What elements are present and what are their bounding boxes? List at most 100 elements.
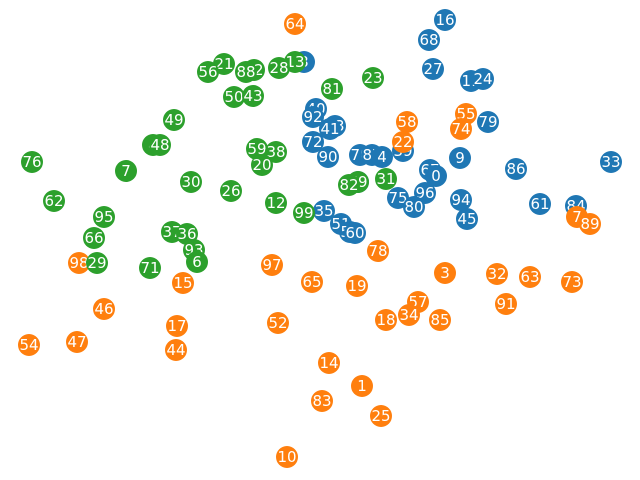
point-marker bbox=[456, 208, 478, 230]
point-marker bbox=[317, 146, 339, 168]
point-label: 80 bbox=[404, 198, 423, 216]
point-marker bbox=[477, 111, 499, 133]
point-marker bbox=[220, 180, 242, 202]
point-label: 50 bbox=[224, 88, 243, 106]
point-label: 75 bbox=[388, 189, 407, 207]
point-marker bbox=[268, 57, 290, 79]
point-label: 29 bbox=[87, 254, 106, 272]
point-label: 96 bbox=[415, 184, 434, 202]
point-label: 7 bbox=[121, 162, 131, 180]
point-label: 89 bbox=[580, 215, 599, 233]
point-marker bbox=[434, 9, 456, 31]
point-marker bbox=[86, 252, 108, 274]
point-label: 19 bbox=[347, 277, 366, 295]
point-marker bbox=[450, 118, 472, 140]
point-marker bbox=[83, 227, 105, 249]
point-label: 74 bbox=[451, 120, 470, 138]
point-marker bbox=[450, 189, 472, 211]
point-marker bbox=[472, 68, 494, 90]
point-label: 1 bbox=[357, 377, 367, 395]
point-marker bbox=[398, 304, 420, 326]
point-marker bbox=[18, 334, 40, 356]
point-label: 63 bbox=[520, 268, 539, 286]
point-label: 33 bbox=[601, 153, 620, 171]
point-marker bbox=[93, 206, 115, 228]
point-marker bbox=[495, 293, 517, 315]
point-label: 73 bbox=[562, 273, 581, 291]
point-marker bbox=[505, 158, 527, 180]
point-label: 20 bbox=[252, 156, 271, 174]
point-marker bbox=[242, 85, 264, 107]
point-label: 49 bbox=[164, 111, 183, 129]
point-marker bbox=[375, 309, 397, 331]
point-label: 17 bbox=[167, 317, 186, 335]
point-label: 94 bbox=[451, 191, 470, 209]
point-label: 58 bbox=[397, 113, 416, 131]
point-label: 14 bbox=[319, 354, 338, 372]
point-marker bbox=[600, 151, 622, 173]
point-marker bbox=[115, 160, 137, 182]
point-marker bbox=[486, 263, 508, 285]
point-label: 9 bbox=[455, 149, 465, 167]
point-label: 46 bbox=[94, 300, 113, 318]
point-label: 13 bbox=[285, 53, 304, 71]
point-label: 82 bbox=[339, 176, 358, 194]
point-marker bbox=[180, 171, 202, 193]
point-label: 26 bbox=[221, 182, 240, 200]
point-marker bbox=[186, 251, 208, 273]
point-marker bbox=[519, 266, 541, 288]
point-label: 38 bbox=[266, 143, 285, 161]
point-label: 90 bbox=[318, 148, 337, 166]
point-marker bbox=[66, 331, 88, 353]
point-label: 68 bbox=[419, 31, 438, 49]
point-marker bbox=[387, 187, 409, 209]
point-marker bbox=[276, 446, 298, 468]
point-marker bbox=[344, 222, 366, 244]
point-label: 31 bbox=[376, 170, 395, 188]
point-marker bbox=[371, 146, 393, 168]
point-marker bbox=[235, 61, 257, 83]
point-marker bbox=[21, 151, 43, 173]
point-marker bbox=[418, 29, 440, 51]
point-label: 66 bbox=[84, 229, 103, 247]
point-marker bbox=[302, 131, 324, 153]
point-marker bbox=[293, 202, 315, 224]
point-marker bbox=[311, 390, 333, 412]
point-label: 98 bbox=[69, 254, 88, 272]
point-marker bbox=[301, 271, 323, 293]
point-marker bbox=[43, 190, 65, 212]
point-label: 99 bbox=[294, 204, 313, 222]
point-label: 3 bbox=[440, 264, 450, 282]
point-marker bbox=[139, 257, 161, 279]
point-marker bbox=[362, 67, 384, 89]
point-marker bbox=[392, 131, 414, 153]
point-label: 56 bbox=[198, 63, 217, 81]
point-label: 10 bbox=[277, 448, 296, 466]
point-label: 91 bbox=[496, 295, 515, 313]
point-label: 25 bbox=[371, 407, 390, 425]
point-label: 30 bbox=[181, 173, 200, 191]
point-marker bbox=[561, 271, 583, 293]
point-label: 35 bbox=[314, 202, 333, 220]
point-label: 24 bbox=[473, 70, 492, 88]
point-label: 62 bbox=[44, 192, 63, 210]
series-2: 1321828828562381504349448593876207693031… bbox=[21, 51, 397, 279]
point-label: 47 bbox=[67, 333, 86, 351]
point-label: 28 bbox=[269, 59, 288, 77]
point-marker bbox=[579, 213, 601, 235]
point-label: 65 bbox=[302, 273, 321, 291]
point-label: 15 bbox=[173, 274, 192, 292]
point-label: 22 bbox=[393, 133, 412, 151]
point-label: 4 bbox=[377, 148, 387, 166]
point-label: 61 bbox=[530, 195, 549, 213]
point-marker bbox=[165, 339, 187, 361]
point-marker bbox=[367, 240, 389, 262]
point-marker bbox=[319, 118, 341, 140]
point-marker bbox=[338, 174, 360, 196]
point-label: 34 bbox=[399, 306, 418, 324]
point-marker bbox=[284, 13, 306, 35]
point-marker bbox=[351, 375, 373, 397]
point-marker bbox=[93, 298, 115, 320]
